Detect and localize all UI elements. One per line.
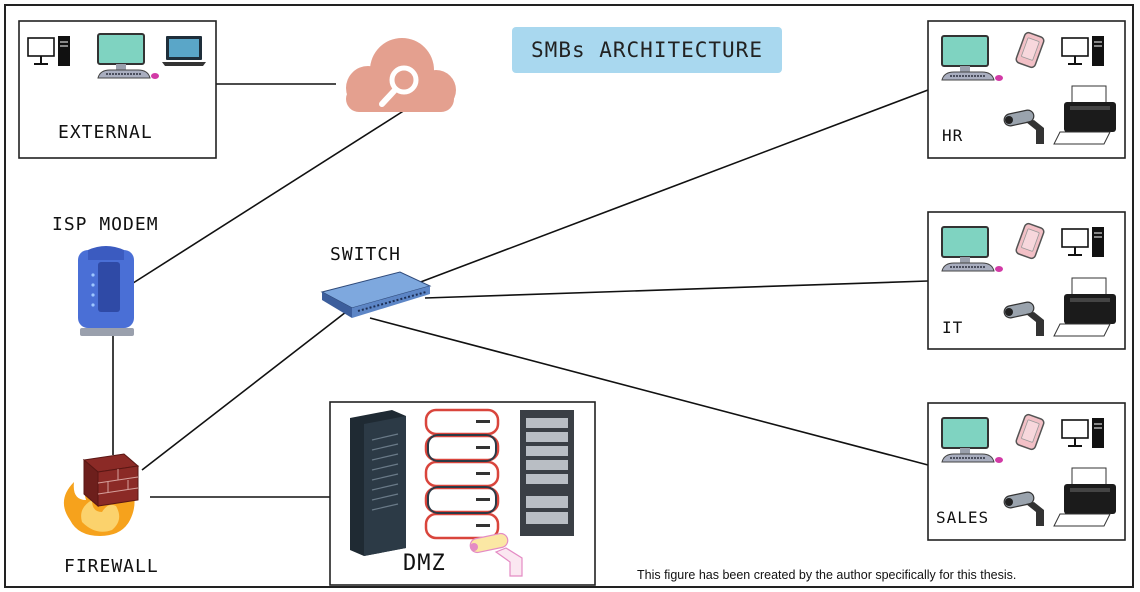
connections [112, 83, 929, 498]
isp-modem-label: ISP MODEM [52, 214, 159, 235]
link-switch-sales [369, 317, 929, 466]
figure-caption: This figure has been created by the auth… [637, 568, 1017, 582]
link-cloud-modem [129, 109, 406, 286]
firewall-label: FIREWALL [64, 556, 159, 577]
external-label: EXTERNAL [58, 122, 153, 143]
firewall-icon [63, 453, 140, 536]
server-stack-icon [424, 408, 500, 540]
switch-label: SWITCH [330, 244, 402, 265]
link-switch-hr [409, 89, 929, 287]
cloud-search-icon [346, 38, 456, 112]
diagram-title: SMBs ARCHITECTURE [512, 27, 782, 73]
hr-label: HR [942, 126, 964, 145]
switch-icon [320, 271, 432, 318]
link-switch-it [424, 280, 929, 299]
dmz-label: DMZ [403, 551, 446, 576]
server-tower-icon [350, 410, 406, 556]
cctv-camera-icon [469, 532, 523, 577]
it-label: IT [942, 318, 964, 337]
diagram-frame [4, 4, 1134, 588]
rack-icon [520, 410, 574, 536]
modem-icon [78, 246, 134, 336]
link-firewall-switch [141, 304, 356, 471]
sales-label: SALES [936, 508, 990, 527]
